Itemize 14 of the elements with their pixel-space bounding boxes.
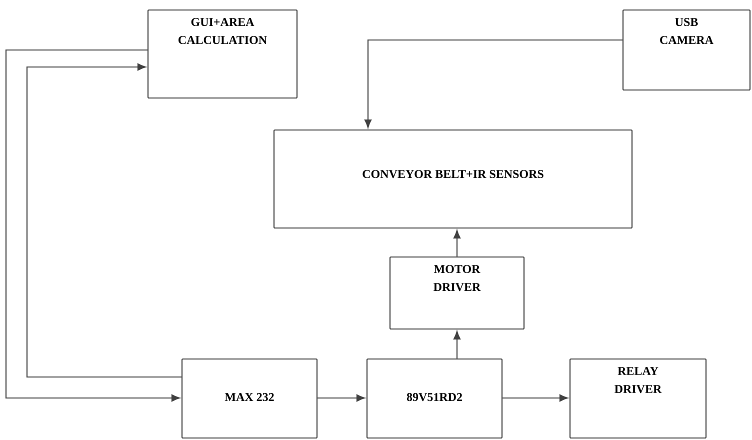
arrow xyxy=(26,63,182,378)
block-box: 89V51RD2 xyxy=(366,358,503,439)
arrow xyxy=(5,49,180,402)
arrow xyxy=(453,331,461,358)
block-box: MOTOR DRIVER xyxy=(389,256,525,330)
arrow xyxy=(502,394,568,402)
arrow xyxy=(318,394,365,402)
block-box: CONVEYOR BELT+IR SENSORS xyxy=(273,129,633,229)
arrow xyxy=(453,230,461,256)
arrow xyxy=(364,39,622,128)
block-box: MAX 232 xyxy=(181,358,318,439)
block-box: GUI+AREA CALCULATION xyxy=(147,9,298,99)
block-box: RELAY DRIVER xyxy=(569,358,707,439)
block-box: USB CAMERA xyxy=(622,9,751,91)
